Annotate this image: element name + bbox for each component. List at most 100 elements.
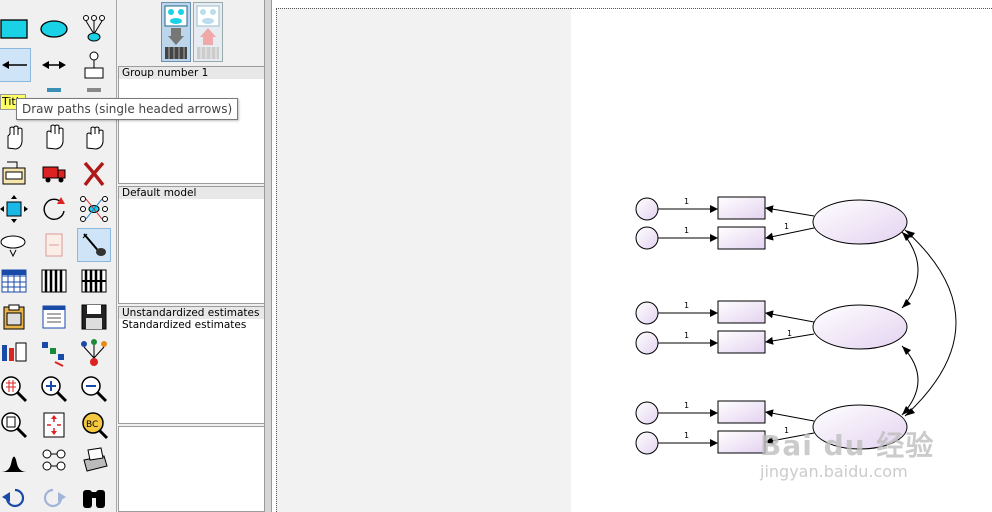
- duplicate-objects-tool[interactable]: [0, 156, 31, 190]
- observed-variable-box[interactable]: [717, 300, 766, 324]
- copy-machine-icon: [2, 161, 26, 185]
- observed-variable-box[interactable]: [717, 196, 766, 220]
- change-shape-of-objects-tool[interactable]: [0, 192, 31, 226]
- factor-loading-arrow[interactable]: [765, 205, 815, 217]
- rotate-indicators-tool[interactable]: [37, 192, 71, 226]
- x-erase-icon: [83, 161, 105, 187]
- error-term-circle[interactable]: [635, 301, 659, 325]
- draw-single-headed-arrow-tool[interactable]: [0, 48, 31, 82]
- undo-icon: [2, 488, 25, 508]
- move-objects-tool[interactable]: [37, 156, 71, 190]
- model-item[interactable]: Default model: [119, 187, 267, 199]
- select-data-files-tool[interactable]: [0, 264, 31, 298]
- draw-observed-variable-tool[interactable]: [0, 12, 31, 46]
- observed-variable-box[interactable]: [717, 330, 766, 354]
- path-diagram: 1 1 1 1 1 1 1 1: [635, 196, 957, 455]
- arrowhead: [902, 232, 911, 241]
- factor-loading-arrow[interactable]: [765, 227, 815, 241]
- observed-variable-box[interactable]: [717, 400, 766, 424]
- path-diagram-canvas[interactable]: 1 1 1 1 1 1 1 1: [272, 0, 992, 512]
- preserve-symmetries-tool[interactable]: [77, 336, 111, 370]
- add-unique-variable-tool[interactable]: [77, 48, 111, 82]
- abacus-icon: [41, 269, 67, 293]
- redo-icon: [43, 488, 66, 508]
- deselect-all-objects-tool[interactable]: [77, 120, 111, 154]
- covariance-arc[interactable]: [904, 229, 957, 417]
- path-weight-label: 1: [784, 426, 789, 435]
- estimates-item-unstandardized[interactable]: Unstandardized estimates: [119, 307, 267, 319]
- erase-objects-tool[interactable]: [77, 156, 111, 190]
- specification-search-tool[interactable]: [77, 480, 111, 512]
- watermark-brand: Bai du 经验: [760, 429, 935, 462]
- observed-variable-box[interactable]: [717, 430, 766, 454]
- reposition-diagram-tool[interactable]: [37, 228, 71, 262]
- show-whole-page-tool[interactable]: [0, 408, 31, 442]
- print-diagram-tool[interactable]: [77, 444, 111, 478]
- factor-loading-arrow[interactable]: [765, 432, 815, 445]
- arrowhead: [905, 230, 915, 238]
- groups-list: Group number 1: [118, 66, 268, 184]
- list-variables-in-dataset-tool[interactable]: [77, 84, 111, 118]
- object-properties-tool[interactable]: [0, 336, 31, 370]
- output-diagram-icon: [196, 5, 220, 59]
- view-input-path-diagram-button[interactable]: [161, 2, 191, 62]
- list-variables-in-model-tool[interactable]: [37, 84, 71, 118]
- factor-loading-arrow[interactable]: [765, 333, 815, 345]
- analysis-properties-tool[interactable]: [37, 264, 71, 298]
- path-weight-label: 1: [684, 431, 689, 440]
- move-parameter-values-tool[interactable]: [0, 228, 31, 262]
- select-one-object-tool[interactable]: [0, 120, 31, 154]
- panel-splitter[interactable]: [264, 0, 272, 512]
- group-item[interactable]: Group number 1: [119, 67, 267, 79]
- touch-up-variable-tool[interactable]: [77, 228, 111, 262]
- observed-variable-box[interactable]: [717, 226, 766, 250]
- touch-up-wand-icon: [82, 233, 106, 256]
- text-output-icon: [42, 305, 66, 329]
- arrowhead: [902, 406, 911, 415]
- error-term-circle[interactable]: [635, 431, 659, 455]
- latent-indicator-icon: [83, 15, 105, 42]
- rotate-icon: [43, 197, 65, 220]
- latent-variable-ellipse[interactable]: [812, 199, 908, 245]
- zoom-out-tool[interactable]: [77, 372, 111, 406]
- resize-diagram-to-fit-tool[interactable]: [37, 408, 71, 442]
- estimates-item-standardized[interactable]: Standardized estimates: [122, 319, 247, 331]
- error-term-circle[interactable]: [635, 401, 659, 425]
- list-icon: [47, 88, 61, 92]
- redo-tool[interactable]: [37, 480, 71, 512]
- latent-variable-ellipse[interactable]: [812, 404, 908, 450]
- error-term-circle[interactable]: [635, 197, 659, 221]
- copy-to-clipboard-tool[interactable]: [0, 300, 31, 334]
- draw-unobserved-variable-tool[interactable]: [37, 12, 71, 46]
- zoom-out-icon: [81, 376, 108, 403]
- hand-icon: [7, 125, 23, 150]
- degrees-of-freedom-tool[interactable]: [0, 444, 31, 478]
- printer-icon: [83, 447, 108, 472]
- save-diagram-tool[interactable]: [77, 300, 111, 334]
- multiple-group-analysis-tool[interactable]: [37, 444, 71, 478]
- zoom-in-tool[interactable]: [37, 372, 71, 406]
- magnifier-grid-icon: [1, 376, 28, 403]
- undo-tool[interactable]: [0, 480, 31, 512]
- error-term-circle[interactable]: [635, 226, 659, 250]
- select-all-objects-tool[interactable]: [37, 120, 71, 154]
- latent-variable-ellipse[interactable]: [812, 304, 908, 350]
- people-icon: [42, 449, 66, 471]
- reflect-indicators-tool[interactable]: [77, 192, 111, 226]
- draw-covariance-tool[interactable]: [37, 48, 71, 82]
- covariance-arc[interactable]: [901, 231, 919, 309]
- error-term-circle[interactable]: [635, 331, 659, 355]
- view-output-path-diagram-button[interactable]: [193, 2, 223, 62]
- symmetry-icon: [81, 339, 107, 366]
- view-text-output-tool[interactable]: [37, 300, 71, 334]
- arrowhead: [902, 346, 911, 355]
- calculate-estimates-tool[interactable]: [77, 264, 111, 298]
- zoom-in-area-tool[interactable]: [0, 372, 31, 406]
- covariance-arc[interactable]: [901, 345, 919, 416]
- binoculars-icon: [83, 490, 105, 508]
- drag-properties-tool[interactable]: [37, 336, 71, 370]
- factor-loading-arrow[interactable]: [765, 310, 815, 323]
- factor-loading-arrow[interactable]: [765, 409, 815, 422]
- draw-latent-indicator-tool[interactable]: [77, 12, 111, 46]
- magnify-diagram-tool[interactable]: BC: [77, 408, 111, 442]
